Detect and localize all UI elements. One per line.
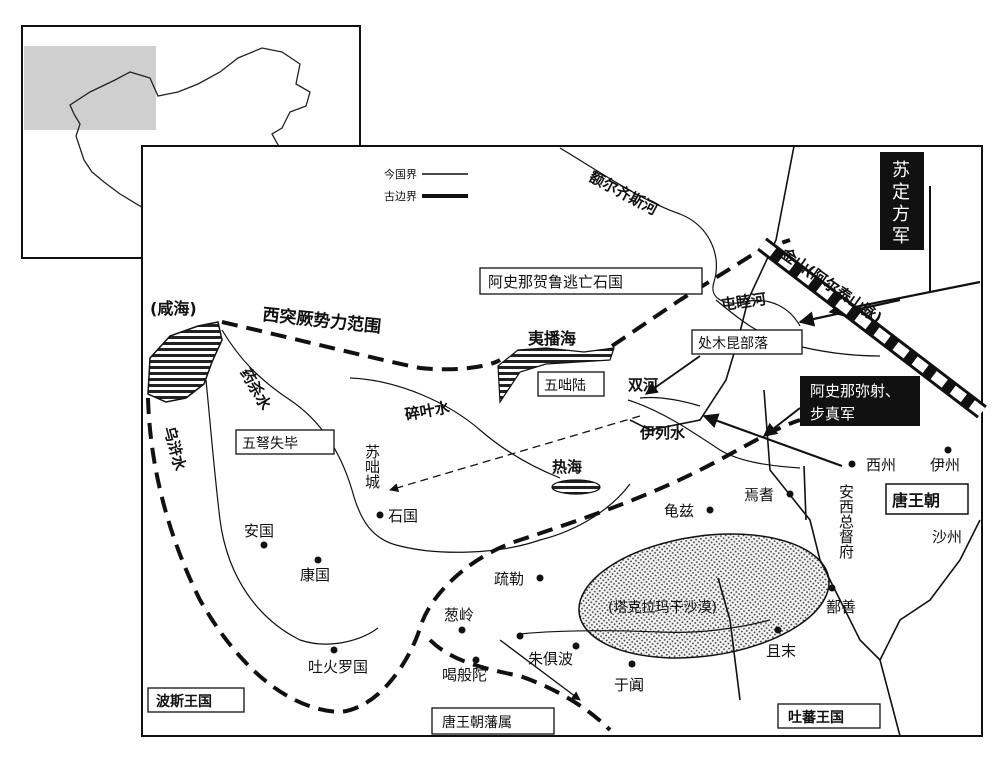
label-shazhou: 沙州 bbox=[932, 528, 962, 546]
label-yutian: 于阗 bbox=[614, 676, 644, 694]
legend: 今国界 古边界 bbox=[384, 167, 468, 203]
city-dot-shiguo bbox=[376, 511, 384, 519]
river-shuanghe bbox=[639, 396, 701, 407]
label-yanqi: 焉耆 bbox=[744, 486, 774, 504]
label-tang-vassal: 唐王朝藩属 bbox=[442, 714, 512, 731]
city-dot-shanshan bbox=[828, 584, 836, 592]
lake-issyk-kul bbox=[551, 479, 601, 495]
label-shanshan: 鄯善 bbox=[826, 598, 856, 616]
border-west-turk-north bbox=[221, 320, 502, 372]
label-yibohai: 夷播海 bbox=[528, 329, 576, 348]
city-dot-xizhou bbox=[848, 460, 856, 468]
label-kebantuo: 喝般陀 bbox=[442, 666, 487, 684]
aral-sea bbox=[147, 321, 223, 403]
annot-su-3: 方 bbox=[892, 204, 910, 225]
arrow-chumukun bbox=[644, 355, 701, 395]
arrow-helu-flee bbox=[389, 415, 641, 493]
river-yaoshashui bbox=[221, 329, 631, 553]
label-yilieshui: 伊列水 bbox=[639, 424, 686, 442]
highlight-region bbox=[24, 46, 156, 130]
city-dot-qiuci bbox=[706, 506, 714, 514]
label-anxi: 安西总督府 bbox=[837, 484, 855, 560]
label-wudulu: 五咄陆 bbox=[544, 378, 586, 394]
legend-modern-label: 今国界 bbox=[384, 167, 417, 181]
label-xianhai: (咸海) bbox=[150, 299, 197, 318]
city-dot-extra bbox=[572, 642, 580, 650]
border-vassal bbox=[428, 638, 612, 732]
city-dot-tuhuoluo bbox=[330, 646, 338, 654]
legend-ancient-label: 古边界 bbox=[384, 190, 417, 203]
label-anguo: 安国 bbox=[244, 522, 274, 540]
arrow-mishe bbox=[702, 413, 843, 468]
city-dot-anguo bbox=[260, 541, 268, 549]
label-shiguo: 石国 bbox=[388, 507, 418, 525]
annot-su-2: 定 bbox=[892, 182, 910, 203]
river-tarim bbox=[519, 619, 771, 635]
river-suiyeshui bbox=[349, 377, 561, 479]
label-yizhou: 伊州 bbox=[930, 456, 960, 474]
city-dot-kangguo bbox=[314, 556, 322, 564]
label-persia: 波斯王国 bbox=[156, 693, 212, 710]
ancient-borders bbox=[146, 238, 801, 732]
label-tubo: 吐蕃王国 bbox=[788, 709, 844, 726]
city-dot-yutian bbox=[628, 660, 636, 668]
river-irtysh bbox=[559, 147, 801, 327]
lake-balkhash bbox=[497, 347, 615, 404]
river-ili bbox=[627, 399, 801, 469]
label-shuanghe: 双河 bbox=[628, 376, 658, 394]
label-taklamakan: (塔克拉玛干沙漠) bbox=[608, 600, 717, 616]
altai-mountains bbox=[757, 237, 987, 419]
city-dot-qiemo bbox=[774, 626, 782, 634]
annot-su-1: 苏 bbox=[892, 160, 910, 181]
city-dot-zhujubo bbox=[516, 632, 524, 640]
annot-chumukun: 处木昆部落 bbox=[698, 336, 768, 352]
label-zhujubo: 朱俱波 bbox=[528, 650, 573, 668]
annot-mishe-2: 步真军 bbox=[810, 405, 855, 423]
label-qiuci: 龟兹 bbox=[664, 502, 694, 520]
annot-su-4: 军 bbox=[892, 226, 910, 247]
city-dot-yizhou bbox=[944, 446, 952, 454]
label-xizhou: 西州 bbox=[866, 456, 896, 474]
arrow-vassal bbox=[499, 639, 581, 701]
label-kangguo: 康国 bbox=[300, 566, 330, 584]
label-wunushibi: 五弩失毕 bbox=[242, 435, 298, 452]
label-suzhicheng: 苏咄城 bbox=[363, 444, 381, 490]
label-tuhuoluo: 吐火罗国 bbox=[308, 658, 368, 676]
annot-helu-flee: 阿史那贺鲁逃亡石国 bbox=[488, 273, 623, 291]
arrow-mishe-b bbox=[762, 407, 801, 437]
border-west-turk-east bbox=[610, 238, 791, 348]
city-dot-kebantuo bbox=[472, 656, 480, 664]
annot-mishe-1: 阿史那弥射、 bbox=[810, 382, 900, 400]
city-dot-yanqi bbox=[786, 490, 794, 498]
label-shule: 疏勒 bbox=[494, 570, 524, 588]
label-tang: 唐王朝 bbox=[892, 491, 940, 510]
city-dot-shule bbox=[536, 574, 544, 582]
city-dot-congling bbox=[458, 626, 466, 634]
label-congling: 葱岭 bbox=[444, 606, 474, 624]
border-west-south bbox=[146, 397, 801, 715]
label-qiemo: 且末 bbox=[766, 642, 796, 660]
label-rehai: 热海 bbox=[552, 458, 582, 476]
label-boxes bbox=[147, 152, 969, 735]
river-wuhushui bbox=[205, 379, 379, 645]
